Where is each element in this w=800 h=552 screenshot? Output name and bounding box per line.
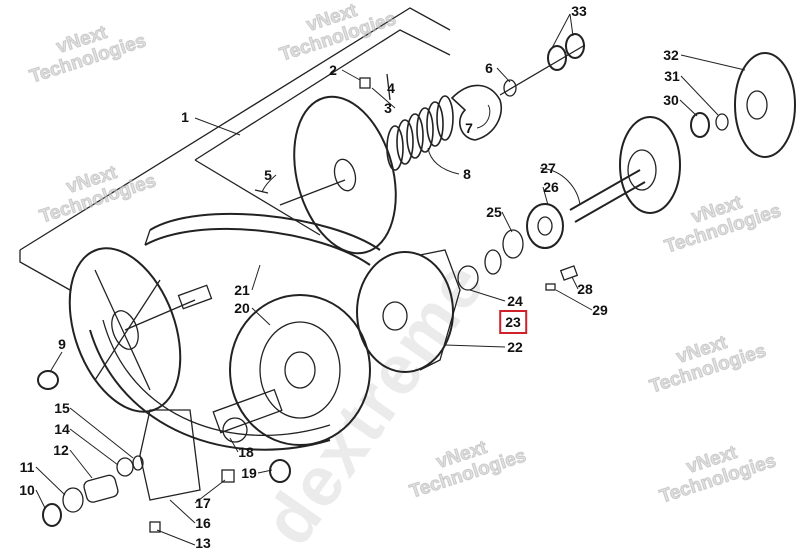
callout-33[interactable]: 33 (571, 3, 587, 19)
roller-19 (269, 459, 291, 483)
callout-13[interactable]: 13 (195, 535, 211, 551)
callout-23-highlighted[interactable]: 23 (499, 310, 527, 334)
callout-28[interactable]: 28 (577, 281, 593, 297)
callout-10[interactable]: 10 (19, 482, 35, 498)
callout-26[interactable]: 26 (543, 179, 559, 195)
callout-24[interactable]: 24 (507, 293, 523, 309)
callout-6[interactable]: 6 (485, 60, 493, 76)
nut-9 (37, 370, 59, 390)
secondary-sheave (356, 249, 461, 373)
callout-27[interactable]: 27 (540, 160, 556, 176)
clutch-32 (734, 52, 796, 158)
ring-30 (690, 112, 710, 138)
clip-17 (221, 469, 235, 483)
nut-31 (715, 113, 729, 131)
washer-33b (565, 33, 585, 59)
cam-16 (139, 409, 201, 501)
driven-clutch (212, 294, 371, 446)
callout-19[interactable]: 19 (241, 465, 257, 481)
ring-6 (503, 79, 517, 97)
seal-11 (62, 487, 84, 513)
callout-18[interactable]: 18 (238, 444, 254, 460)
bolt-13 (149, 521, 161, 533)
callout-12[interactable]: 12 (53, 442, 69, 458)
assembly-frame-lines (19, 7, 451, 291)
callout-30[interactable]: 30 (663, 92, 679, 108)
callout-25[interactable]: 25 (486, 204, 502, 220)
bushing-14 (116, 457, 134, 477)
plate-12 (83, 474, 119, 503)
watermark-dextreme: dextreme (248, 246, 500, 552)
bolt-28 (559, 265, 579, 281)
callout-1[interactable]: 1 (181, 109, 189, 125)
callout-4[interactable]: 4 (387, 80, 395, 96)
washer-33a (547, 45, 567, 71)
ring-24 (484, 249, 502, 275)
spring (386, 95, 454, 171)
cam (450, 84, 502, 141)
callout-7[interactable]: 7 (465, 120, 473, 136)
callout-17[interactable]: 17 (195, 495, 211, 511)
seal-10 (42, 503, 62, 527)
callout-21[interactable]: 21 (234, 282, 250, 298)
ring-25 (502, 229, 524, 259)
callout-16[interactable]: 16 (195, 515, 211, 531)
callout-2[interactable]: 2 (329, 62, 337, 78)
callout-20[interactable]: 20 (234, 300, 250, 316)
callout-31[interactable]: 31 (664, 68, 680, 84)
callout-8[interactable]: 8 (463, 166, 471, 182)
callout-32[interactable]: 32 (663, 47, 679, 63)
callout-5[interactable]: 5 (264, 167, 272, 183)
callout-14[interactable]: 14 (54, 421, 70, 437)
callout-11[interactable]: 11 (19, 459, 35, 475)
callout-22[interactable]: 22 (507, 339, 523, 355)
callout-15[interactable]: 15 (54, 400, 70, 416)
key-29 (545, 283, 556, 291)
leader-lines (35, 13, 746, 546)
movable-sheave (279, 95, 397, 255)
bearing-26 (526, 203, 564, 249)
callout-29[interactable]: 29 (592, 302, 608, 318)
callout-9[interactable]: 9 (58, 336, 66, 352)
output-shaft (569, 116, 681, 223)
ring-15 (132, 455, 144, 471)
callout-3[interactable]: 3 (384, 100, 392, 116)
bushing-23 (457, 265, 479, 291)
